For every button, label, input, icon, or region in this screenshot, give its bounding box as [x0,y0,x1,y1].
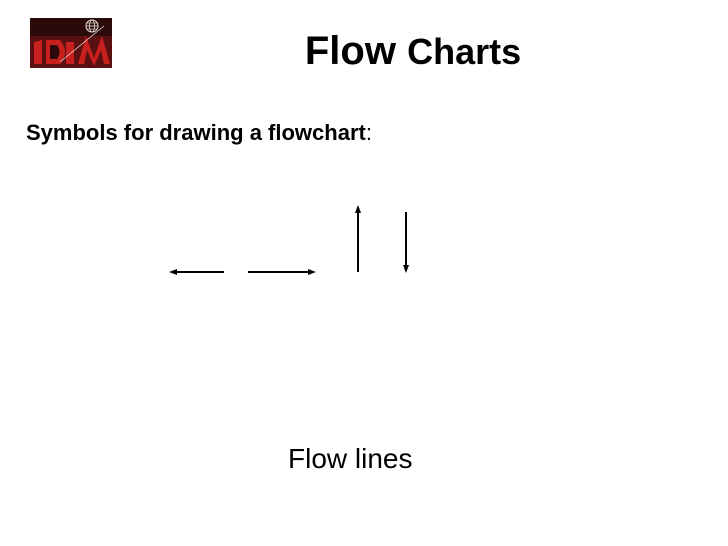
title-word-charts: Charts [407,31,522,72]
arrow-right-icon [248,269,316,275]
arrow-left-icon [169,269,224,275]
idm-logo-icon [30,18,112,68]
caption: Flow lines [288,443,413,474]
subtitle: Symbols for drawing a flowchart: [26,119,372,147]
subtitle-text: Symbols for drawing a flowchart [26,120,366,145]
logo [30,18,112,68]
page-title: Flow Charts [0,28,728,75]
arrow-down-icon [403,212,409,273]
subtitle-colon: : [365,120,372,145]
title-word-flow: Flow [304,29,396,73]
arrow-up-icon [355,205,361,272]
